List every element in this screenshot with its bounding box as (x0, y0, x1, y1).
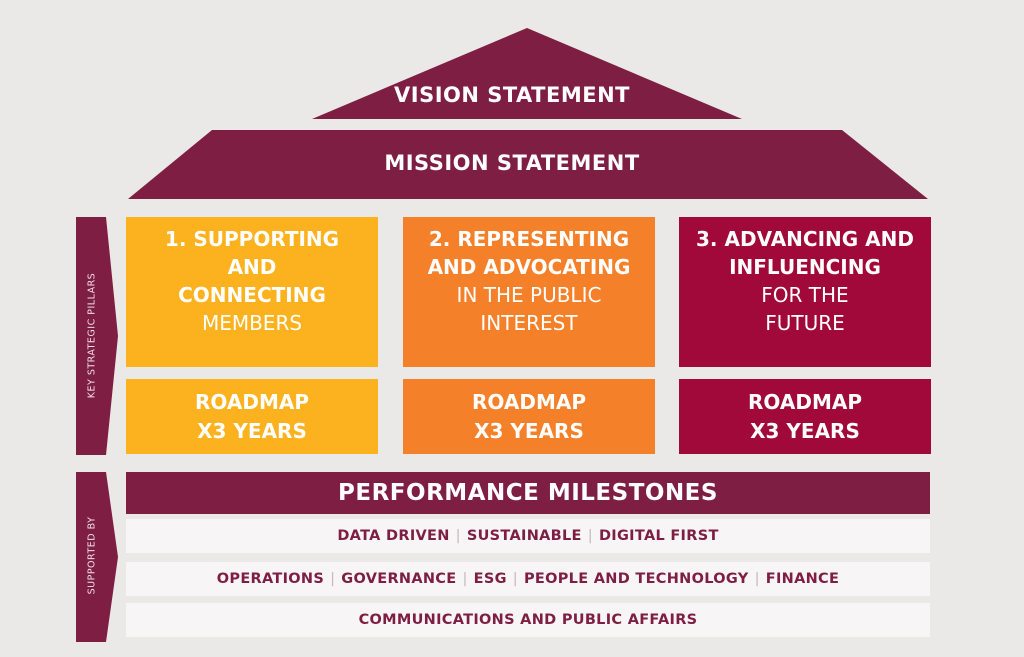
roadmap-1-line-1: ROADMAP (195, 389, 309, 414)
pillar-2-subtitle-line-2: INTEREST (480, 311, 578, 335)
support-item: DIGITAL FIRST (598, 528, 719, 544)
separator: | (455, 528, 461, 544)
pillar-1-title-line-3: CONNECTING (178, 283, 326, 307)
roadmap-2-line-2: X3 YEARS (474, 418, 584, 443)
pillar-2-title-line-2: AND ADVOCATING (427, 255, 631, 279)
roadmap-3-line-2: X3 YEARS (750, 418, 860, 443)
separator: | (330, 571, 336, 587)
support-row-communications: COMMUNICATIONS AND PUBLIC AFFAIRS (126, 603, 930, 637)
vision-roof-triangle (312, 28, 742, 119)
pillar-advancing-influencing: 3. ADVANCING AND INFLUENCING FOR THE FUT… (679, 217, 931, 367)
pillar-3-subtitle-line-1: FOR THE (761, 283, 849, 307)
support-item: GOVERNANCE (341, 571, 457, 587)
pillar-1-title-line-1: 1. SUPPORTING (164, 227, 340, 251)
separator: | (754, 571, 760, 587)
support-item: FINANCE (765, 571, 840, 587)
mission-roof-trapezoid (128, 130, 928, 199)
pillars-side-arrow (76, 217, 118, 455)
roadmap-3-line-1: ROADMAP (748, 389, 862, 414)
separator: | (462, 571, 468, 587)
roadmap-pillar-2: ROADMAP X3 YEARS (403, 379, 655, 454)
supported-side-arrow (76, 472, 118, 642)
roadmap-pillar-1: ROADMAP X3 YEARS (126, 379, 378, 454)
support-item: SUSTAINABLE (466, 528, 582, 544)
pillar-1-title-line-2: AND (227, 255, 277, 279)
support-row-principles: DATA DRIVEN | SUSTAINABLE | DIGITAL FIRS… (126, 519, 930, 553)
supported-by-label: SUPPORTED BY (86, 516, 98, 595)
mission-statement: MISSION STATEMENT (384, 151, 640, 175)
support-item: DATA DRIVEN (337, 528, 450, 544)
roadmap-pillar-3: ROADMAP X3 YEARS (679, 379, 931, 454)
pillar-3-title-line-1: 3. ADVANCING AND (696, 227, 914, 251)
key-strategic-pillars-label: KEY STRATEGIC PILLARS (86, 272, 98, 399)
support-item: PEOPLE AND TECHNOLOGY (523, 571, 749, 587)
separator: | (512, 571, 518, 587)
support-item: COMMUNICATIONS AND PUBLIC AFFAIRS (358, 612, 698, 628)
pillar-3-subtitle-line-2: FUTURE (765, 311, 845, 335)
support-item: OPERATIONS (216, 571, 325, 587)
performance-milestones-bar: PERFORMANCE MILESTONES (126, 472, 930, 514)
support-row-functions: OPERATIONS | GOVERNANCE | ESG | PEOPLE A… (126, 562, 930, 596)
roadmap-1-line-2: X3 YEARS (197, 418, 307, 443)
roadmap-2-line-1: ROADMAP (472, 389, 586, 414)
vision-statement: VISION STATEMENT (394, 83, 630, 107)
support-item: ESG (473, 571, 507, 587)
pillar-supporting-connecting: 1. SUPPORTING AND CONNECTING MEMBERS (126, 217, 378, 367)
pillar-1-subtitle-line-1: MEMBERS (201, 311, 303, 335)
pillar-representing-advocating: 2. REPRESENTING AND ADVOCATING IN THE PU… (403, 217, 655, 367)
pillar-2-subtitle-line-1: IN THE PUBLIC (456, 283, 602, 307)
pillar-3-title-line-2: INFLUENCING (729, 255, 881, 279)
pillar-2-title-line-1: 2. REPRESENTING (428, 227, 630, 251)
separator: | (587, 528, 593, 544)
